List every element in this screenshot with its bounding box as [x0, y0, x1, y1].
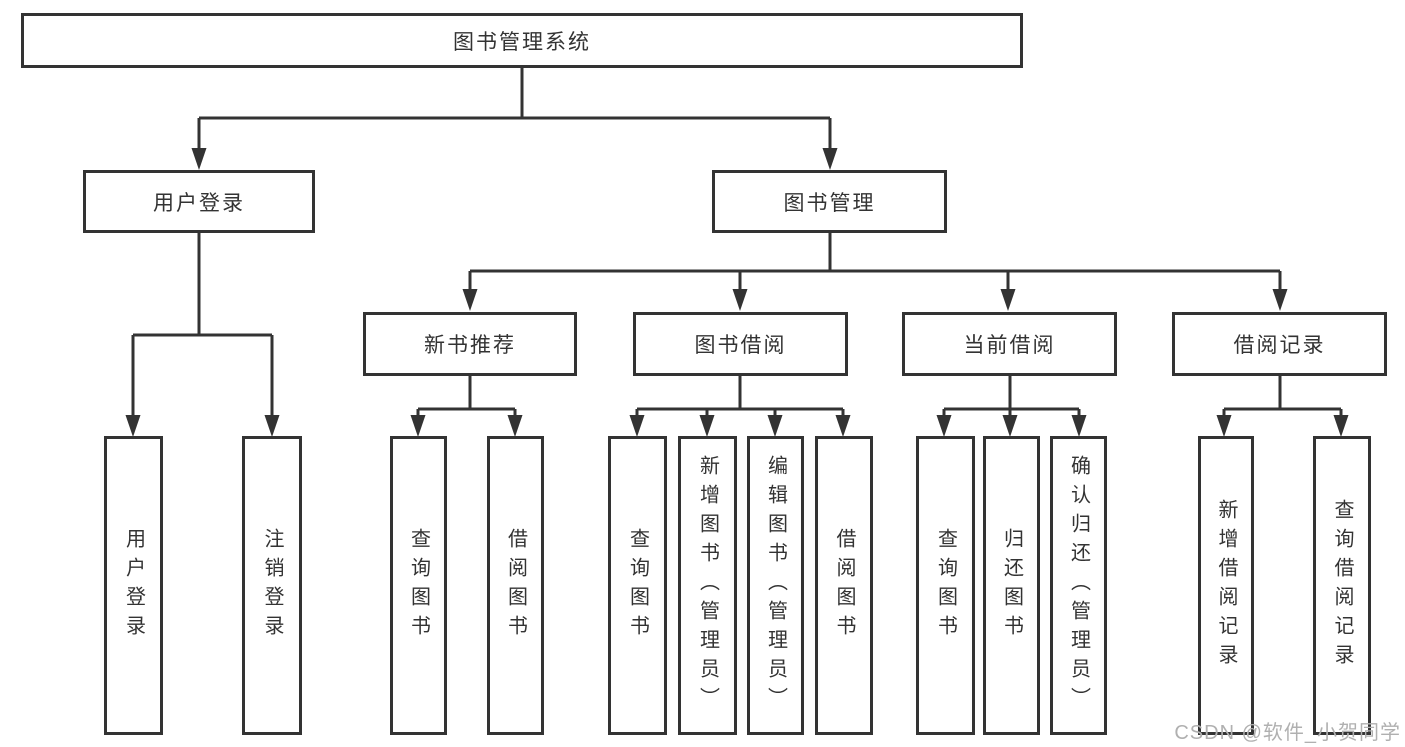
connector-root-to-level2: [191, 68, 838, 170]
connector-book-borrow-children: [629, 376, 851, 437]
arrowhead: [822, 148, 838, 170]
arrowhead: [699, 415, 715, 437]
arrowhead: [191, 148, 207, 170]
connector-line: [942, 376, 1081, 417]
node-leaf-return-books: 归还图书: [983, 436, 1040, 735]
connector-line: [197, 68, 832, 150]
node-leaf-borrow-books-1: 借阅图书: [487, 436, 544, 735]
connector-borrow-record-children: [1216, 376, 1349, 437]
node-book-borrowing: 图书借阅: [633, 312, 848, 376]
node-label: 借阅记录: [1233, 334, 1326, 357]
node-current-borrowing: 当前借阅: [902, 312, 1117, 376]
connector-new-book-rec-children: [410, 376, 523, 437]
node-leaf-confirm-return-admin: 确认归还（管理员）: [1050, 436, 1107, 735]
node-leaf-search-books-1: 查询图书: [390, 436, 447, 735]
arrowhead: [1216, 415, 1232, 437]
node-label: 归还图书: [1000, 527, 1023, 644]
node-leaf-user-login: 用户登录: [104, 436, 163, 735]
connector-line: [416, 376, 517, 417]
arrowhead: [629, 415, 645, 437]
connector-line: [131, 233, 274, 417]
node-leaf-add-books-admin: 新增图书（管理员）: [678, 436, 737, 735]
node-label: 新书推荐: [424, 334, 516, 357]
arrowhead: [1333, 415, 1349, 437]
node-leaf-add-borrow-record: 新增借阅记录: [1198, 436, 1254, 735]
node-book-management: 图书管理: [712, 170, 947, 233]
watermark-text: CSDN @软件_小贺同学: [1174, 722, 1401, 744]
node-label: 图书借阅: [694, 334, 787, 357]
arrowhead: [732, 289, 748, 311]
node-leaf-search-books-3: 查询图书: [916, 436, 975, 735]
arrowhead: [1002, 415, 1018, 437]
node-label: 查询图书: [626, 527, 649, 644]
arrowhead: [462, 289, 478, 311]
connector-line: [1222, 376, 1343, 417]
node-label: 注销登录: [261, 527, 283, 644]
node-leaf-borrow-books-2: 借阅图书: [815, 436, 873, 735]
node-borrow-records: 借阅记录: [1172, 312, 1387, 376]
arrowhead: [1000, 289, 1016, 311]
node-label: 用户登录: [122, 527, 145, 644]
node-label: 查询借阅记录: [1331, 498, 1353, 673]
arrowhead: [835, 415, 851, 437]
arrowhead: [1272, 289, 1288, 311]
arrowhead: [767, 415, 783, 437]
node-library-system: 图书管理系统: [21, 13, 1023, 68]
arrowhead: [936, 415, 952, 437]
node-label: 确认归还（管理员）: [1067, 455, 1090, 716]
arrowhead: [125, 415, 141, 437]
arrowhead: [1071, 415, 1087, 437]
node-label: 借阅图书: [504, 527, 527, 644]
node-new-book-recommend: 新书推荐: [363, 312, 577, 376]
node-leaf-edit-books-admin: 编辑图书（管理员）: [747, 436, 804, 735]
node-label: 用户登录: [153, 191, 245, 215]
node-leaf-search-books-2: 查询图书: [608, 436, 667, 735]
node-label: 新增图书（管理员）: [696, 455, 719, 716]
node-label: 查询图书: [407, 527, 430, 644]
node-label: 借阅图书: [833, 527, 855, 644]
node-label: 当前借阅: [963, 334, 1056, 357]
node-label: 图书管理: [783, 191, 876, 215]
arrowhead: [410, 415, 426, 437]
connector-current-borrow-children: [936, 376, 1087, 437]
arrowhead: [507, 415, 523, 437]
connector-line: [468, 233, 1282, 291]
node-label: 图书管理系统: [453, 30, 591, 54]
node-label: 编辑图书（管理员）: [764, 455, 787, 716]
node-leaf-search-borrow-record: 查询借阅记录: [1313, 436, 1371, 735]
connector-user-login-children: [125, 233, 280, 437]
connector-line: [635, 376, 845, 417]
connector-book-mgmt-to-level3: [462, 233, 1288, 311]
node-leaf-logout: 注销登录: [242, 436, 302, 735]
node-label: 查询图书: [934, 527, 957, 644]
node-label: 新增借阅记录: [1215, 498, 1237, 673]
arrowhead: [264, 415, 280, 437]
node-user-login: 用户登录: [83, 170, 315, 233]
